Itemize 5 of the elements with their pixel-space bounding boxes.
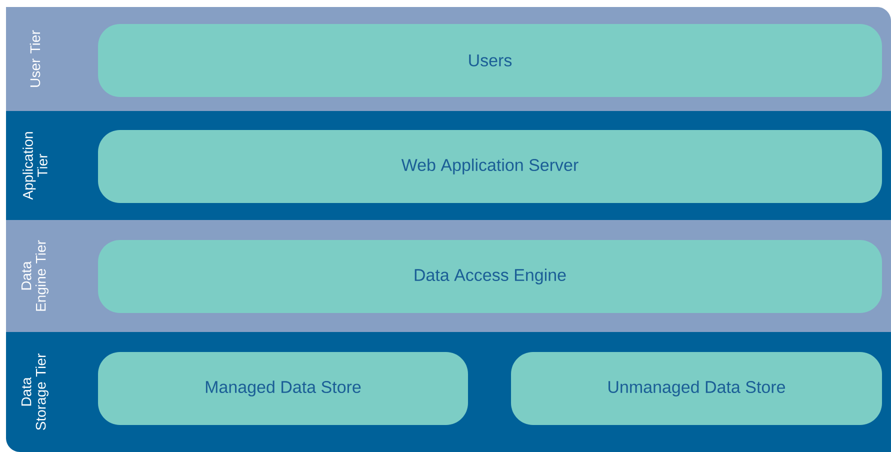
tier-box: Managed Data Store bbox=[98, 352, 468, 425]
tier-box: Users bbox=[98, 24, 882, 97]
tier-box: Web Application Server bbox=[98, 130, 882, 203]
tier-box: Unmanaged Data Store bbox=[511, 352, 882, 425]
tier-box: Data Access Engine bbox=[98, 240, 882, 313]
